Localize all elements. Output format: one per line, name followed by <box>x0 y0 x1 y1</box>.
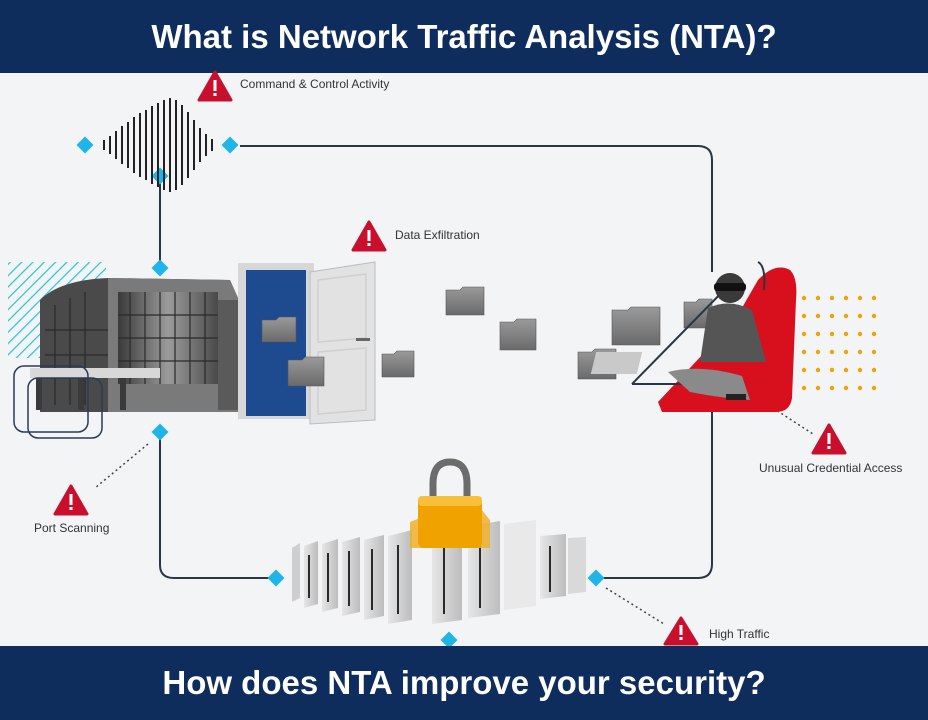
node-diamond <box>151 167 169 185</box>
label-high-traffic: High Traffic <box>709 627 770 641</box>
warning-icon <box>663 616 699 646</box>
warning-icon <box>53 484 89 516</box>
node-diamond <box>587 569 605 587</box>
footer-banner: How does NTA improve your security? <box>0 646 928 720</box>
node-diamond <box>440 631 458 649</box>
folder-icon <box>499 318 537 351</box>
label-port-scanning: Port Scanning <box>34 521 110 535</box>
folder-icon <box>261 316 297 343</box>
node-diamond <box>221 136 239 154</box>
node-diamond <box>76 136 94 154</box>
signal-wave-icon <box>103 98 213 192</box>
dotted-connectors <box>94 407 814 625</box>
warning-icon <box>197 70 233 102</box>
page-title: What is Network Traffic Analysis (NTA)? <box>151 18 777 55</box>
folder-icon <box>445 286 485 316</box>
label-command-control: Command & Control Activity <box>240 77 390 91</box>
hacker-icon <box>590 261 797 412</box>
warning-icon <box>811 423 847 455</box>
data-folders <box>261 286 713 387</box>
open-door-icon <box>238 261 376 425</box>
folder-icon <box>287 356 325 387</box>
folder-icon <box>381 350 415 378</box>
label-data-exfiltration: Data Exfiltration <box>395 228 480 242</box>
label-credential-access: Unusual Credential Access <box>759 461 903 475</box>
folder-icon <box>683 298 713 329</box>
office-building-icon <box>8 262 238 439</box>
warning-icon <box>351 220 387 252</box>
dot-pattern <box>801 295 877 391</box>
header-banner: What is Network Traffic Analysis (NTA)? <box>0 0 928 73</box>
padlock-icon <box>418 458 482 548</box>
node-diamond <box>267 569 285 587</box>
footer-title: How does NTA improve your security? <box>162 664 766 701</box>
network-paths <box>159 145 713 579</box>
node-diamond <box>151 259 169 277</box>
folder-icon <box>611 306 661 346</box>
node-diamond <box>151 423 169 441</box>
